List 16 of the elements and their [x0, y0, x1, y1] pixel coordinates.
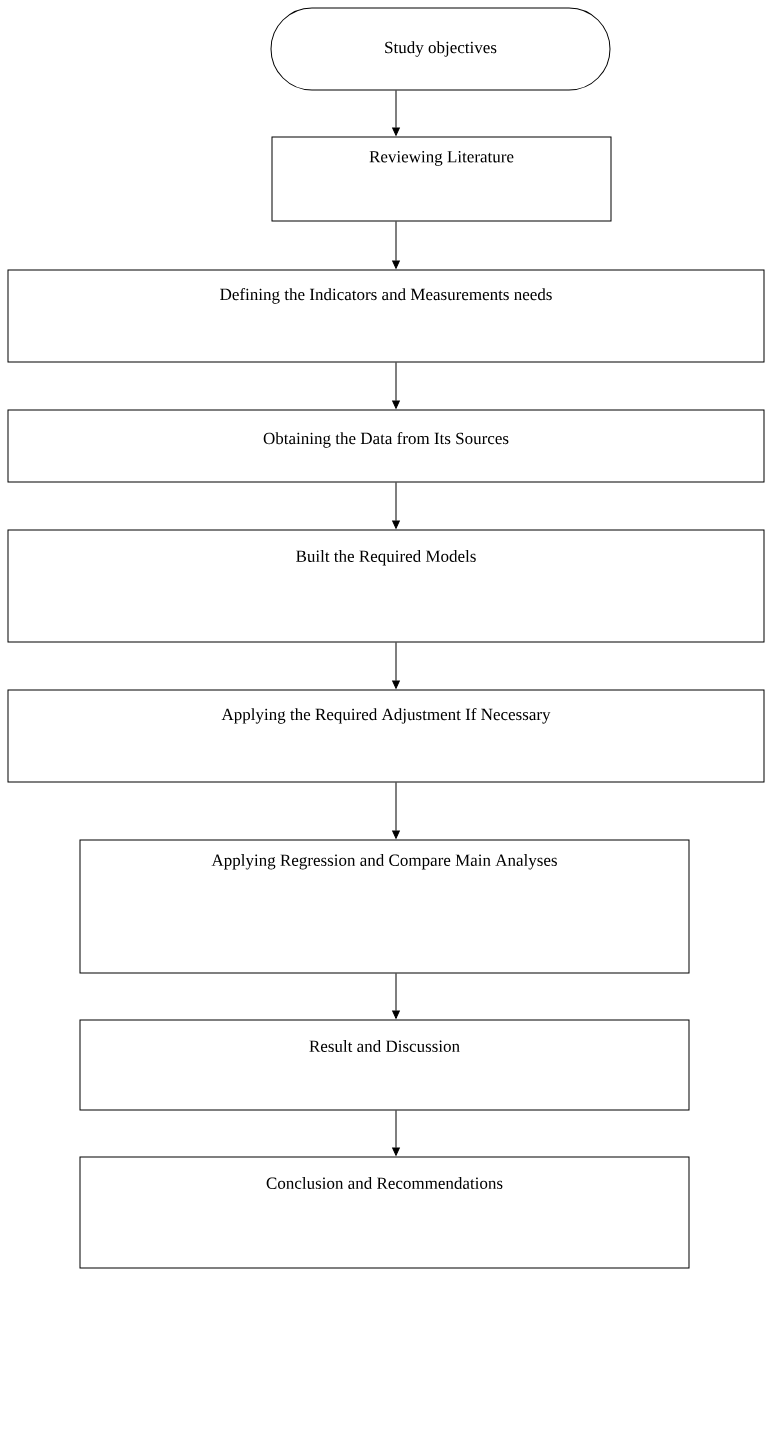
arrow — [392, 90, 400, 136]
process-box: Reviewing Literature — [271, 136, 612, 222]
process-box: Result and Discussion — [79, 1019, 690, 1111]
process-box: Conclusion and Recommendations — [79, 1156, 690, 1269]
process-box: Obtaining the Data from Its Sources — [7, 409, 765, 483]
process-box: Built the Required Models — [7, 529, 765, 643]
arrow — [392, 362, 400, 409]
process-box: Applying the Required Adjustment If Necessary — [7, 689, 765, 783]
arrow — [392, 642, 400, 689]
arrow — [392, 973, 400, 1019]
arrow — [392, 782, 400, 839]
arrow — [392, 482, 400, 529]
arrow — [392, 221, 400, 269]
process-box: Defining the Indicators and Measurements needs — [7, 269, 765, 363]
arrow — [392, 1110, 400, 1156]
process-box: Applying Regression and Compare Main Analyses — [79, 839, 690, 974]
